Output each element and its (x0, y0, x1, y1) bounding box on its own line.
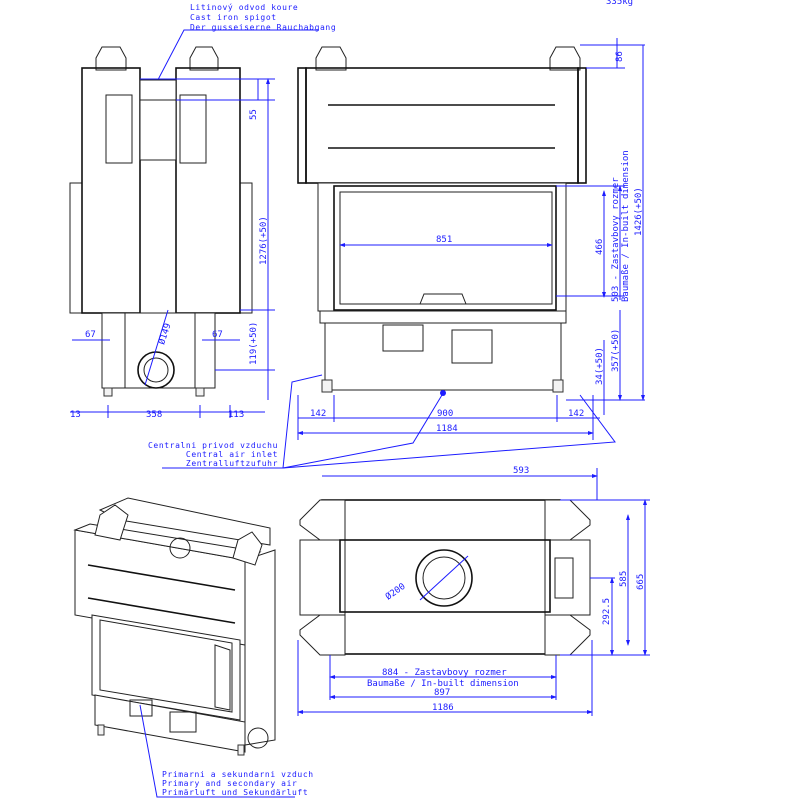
callout-line-en: Central air inlet (186, 450, 278, 459)
dim-55: 55 (249, 109, 259, 120)
dim-503: 503 - Zastavbovy rozmer (611, 177, 621, 302)
dim-357: 357(+50) (611, 329, 621, 372)
callout-line-cz: Primarni a sekundarni vzduch (162, 770, 314, 779)
dim-665: 665 (636, 574, 646, 590)
dim-diameter-200: Ø200 (383, 581, 407, 602)
dim-1426: 1426(+50) (634, 187, 644, 236)
top-cap-right (189, 46, 219, 71)
dim-1186: 1186 (432, 703, 454, 713)
dim-inbuilt-label: Baumaße / In-built dimension (621, 150, 631, 302)
dim-1184: 1184 (436, 424, 458, 434)
callout-line-cz: Litinový odvod koure (190, 3, 298, 12)
dim-13: 13 (70, 410, 81, 420)
dim-292-5: 292.5 (602, 598, 612, 625)
top-cap-left (95, 46, 127, 71)
dim-900: 900 (437, 409, 453, 419)
callout-line-de: Zentralluftzufuhr (186, 459, 278, 468)
dim-884: 884 - Zastavbovy rozmer (382, 668, 507, 678)
top-cap-left (315, 46, 347, 71)
dim-897: 897 (434, 688, 450, 698)
callout-line-de: Der gusseiserne Rauchabgang (190, 23, 336, 32)
dim-593: 593 (513, 466, 529, 476)
dim-585: 585 (619, 571, 629, 587)
dim-86: 86 (615, 51, 625, 62)
dim-113: 113 (228, 410, 244, 420)
dim-34: 34(+50) (595, 347, 605, 385)
side-view: 13 358 113 67 67 Ø149 55 1276(+50) 119(+… (69, 46, 275, 420)
top-view: Ø200 593 292.5 585 665 884 - Zastavbovy … (297, 466, 650, 716)
dim-851: 851 (436, 235, 452, 245)
isometric-view (73, 497, 276, 756)
dim-67-right: 67 (212, 330, 223, 340)
callout-line-en: Primary and secondary air (162, 779, 297, 788)
dim-142-right: 142 (568, 409, 584, 419)
dim-1276: 1276(+50) (259, 216, 269, 265)
dim-67-left: 67 (85, 330, 96, 340)
callout-line-en: Cast iron spigot (190, 13, 277, 22)
dim-466: 466 (595, 239, 605, 255)
primary-air-callout: Primarni a sekundarni vzduch Primary and… (139, 704, 314, 798)
spigot-callout: Litinový odvod koure Cast iron spigot De… (149, 3, 336, 96)
dim-119: 119(+50) (249, 322, 259, 365)
dim-358: 358 (146, 410, 162, 420)
dim-inbuilt-label: Baumaße / In-built dimension (367, 679, 519, 689)
central-air-callout: Centralni privod vzduchu Central air inl… (148, 374, 616, 469)
callout-line-de: Primärluft und Sekundärluft (162, 788, 308, 797)
weight-label: 335kg (606, 0, 633, 7)
top-cap-right (549, 46, 581, 71)
front-view: 851 142 900 142 1184 86 466 503 - Zastav… (297, 38, 645, 440)
callout-line-cz: Centralni privod vzduchu (148, 441, 278, 450)
dim-142-left: 142 (310, 409, 326, 419)
